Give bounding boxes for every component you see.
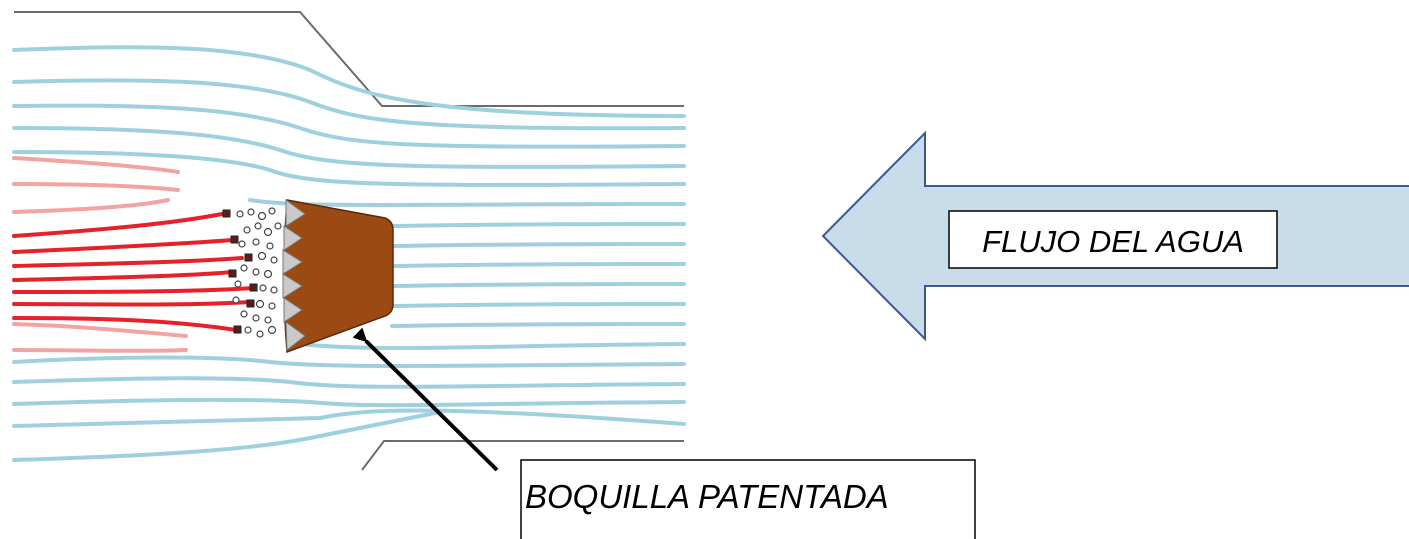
particle [259,284,267,292]
particle [240,310,248,318]
streamline [12,45,686,118]
nozzle-label-text: BOQUILLA PATENTADA [525,478,889,515]
pipe-wall-top [14,11,684,107]
particle [240,264,248,272]
particle [230,235,239,244]
flow-label-text: FLUJO DEL AGUA [982,224,1244,259]
faint-jet [12,156,180,174]
streamline [12,408,686,428]
particle [244,326,252,334]
jet [12,238,234,254]
particle [232,296,240,304]
streamline [390,262,686,268]
particle [252,268,260,276]
streamline [390,282,686,288]
nozzle-tip [282,249,303,275]
nozzle-label: BOQUILLA PATENTADA [520,459,976,539]
particle [263,269,273,279]
jet [12,270,234,282]
streamline [298,342,686,351]
particle [255,299,265,309]
pipe-walls [14,11,684,471]
particle [254,222,262,230]
particle [246,299,255,308]
particle [233,325,242,334]
jet [12,300,252,307]
streamline [390,302,686,308]
faint-jet [12,348,188,353]
pointer-arrow-icon [352,327,499,472]
particle [257,211,267,221]
particle [244,253,253,262]
particle [252,314,260,322]
streamline [390,222,686,228]
particle [266,242,274,250]
particle [274,222,282,230]
particle-cloud [222,207,282,338]
jet [12,286,256,294]
particle [263,227,273,237]
particle [243,226,251,234]
streamline [390,242,686,248]
jet [12,316,238,332]
particle [238,240,246,248]
jet [12,256,244,268]
particle [249,283,258,292]
light-particles [232,207,282,338]
faint-jet [12,198,170,214]
particle [257,251,267,261]
streamline [248,198,686,207]
streamline [12,126,686,169]
strong-jet-lines [12,212,256,332]
particle [268,302,276,310]
jet [12,212,224,238]
particle [268,207,276,215]
particle [234,280,242,288]
particle [247,208,255,216]
nozzle-tip [283,297,303,323]
faint-jet [12,322,188,338]
nozzle-icon [282,199,394,354]
particle [222,209,231,218]
dark-particles [222,209,258,334]
nozzle-tip [285,199,306,227]
streamline [12,397,686,408]
particle [228,269,237,278]
nozzle-tip [282,273,303,299]
streamline [12,78,686,131]
flow-label: FLUJO DEL AGUA [948,210,1278,269]
streamline [12,103,686,149]
particle [236,210,244,218]
streamline [12,410,442,462]
particle [252,238,260,246]
water-streamlines [12,45,686,462]
flow-label-box [948,210,1278,269]
particle [264,316,272,324]
nozzle-tip [285,320,306,351]
nozzle-tips [282,199,306,351]
streamline [12,355,686,368]
particle [270,286,278,294]
faint-jet [12,182,180,192]
particle [270,256,278,264]
faint-jet-lines [12,156,188,353]
streamline [12,376,686,389]
pipe-wall-bottom [361,440,684,471]
particle [256,330,264,338]
particle [267,325,277,335]
streamline [390,322,686,328]
streamline [12,150,686,187]
nozzle-body [283,199,394,354]
nozzle-tip [283,225,303,251]
nozzle-label-box [520,459,976,539]
